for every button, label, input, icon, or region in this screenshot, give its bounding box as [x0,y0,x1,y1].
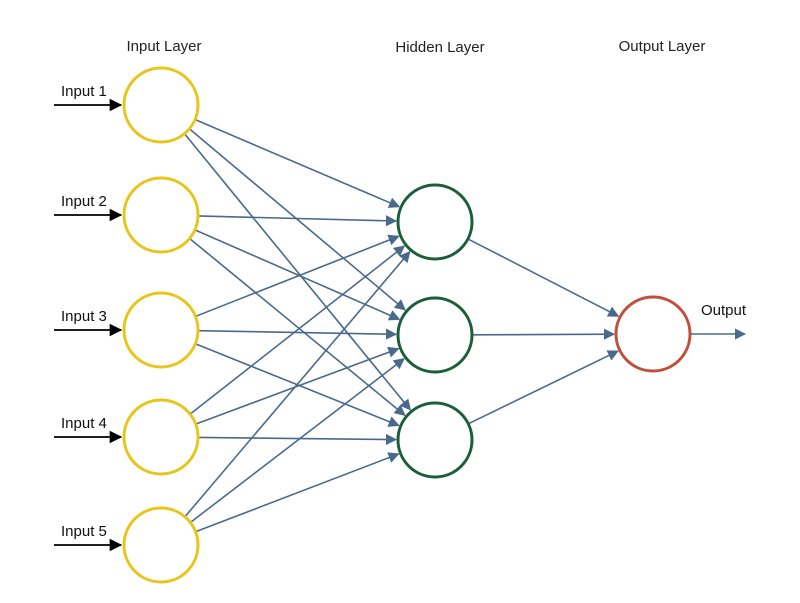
input-layer-title: Input Layer [126,38,201,55]
edge-input-4-to-hidden-1 [189,245,406,415]
edge-input-1-to-hidden-2 [188,128,406,311]
edge-hidden-1-to-output [467,238,620,317]
input-label-2: Input 2 [61,193,107,210]
edge-input-5-to-hidden-1 [184,250,411,518]
input-arrows: Input 1 Input 2 Input 3 Input 4 Input 5 [54,83,123,552]
hidden-layer-nodes [396,183,474,479]
input-label-3: Input 3 [61,308,107,325]
output-node [614,295,692,373]
output-label: Output [701,302,747,319]
edge-input-2-to-hidden-1 [197,215,398,227]
edge-input-3-to-hidden-1 [195,234,400,318]
input-label-1: Input 1 [61,83,107,100]
edge-hidden-3-to-output [467,350,619,425]
hidden-node-3 [396,401,474,479]
edge-input-5-to-hidden-2 [189,358,405,524]
input-node-2 [122,176,200,254]
edge-input-3-to-hidden-2 [197,328,398,340]
edge-input-1-to-hidden-1 [194,118,401,208]
hidden-node-1 [396,183,474,261]
edge-input-4-to-hidden-2 [195,346,400,425]
input-layer-nodes [122,66,200,584]
input-node-3 [122,291,200,369]
input-node-4 [122,398,200,476]
output-layer-title: Output Layer [619,38,706,55]
input-label-5: Input 5 [61,523,107,540]
hidden-node-2 [396,296,474,374]
hidden-layer-title: Hidden Layer [395,39,484,56]
edge-input-4-to-hidden-3 [197,433,398,446]
edge-hidden-2-to-output [471,328,616,340]
connection-edges [183,118,620,533]
input-node-1 [122,66,200,144]
edge-input-1-to-hidden-3 [183,133,412,411]
input-node-5 [122,506,200,584]
edge-input-5-to-hidden-3 [195,452,400,533]
input-label-4: Input 4 [61,415,107,432]
output-layer-nodes [614,295,692,373]
